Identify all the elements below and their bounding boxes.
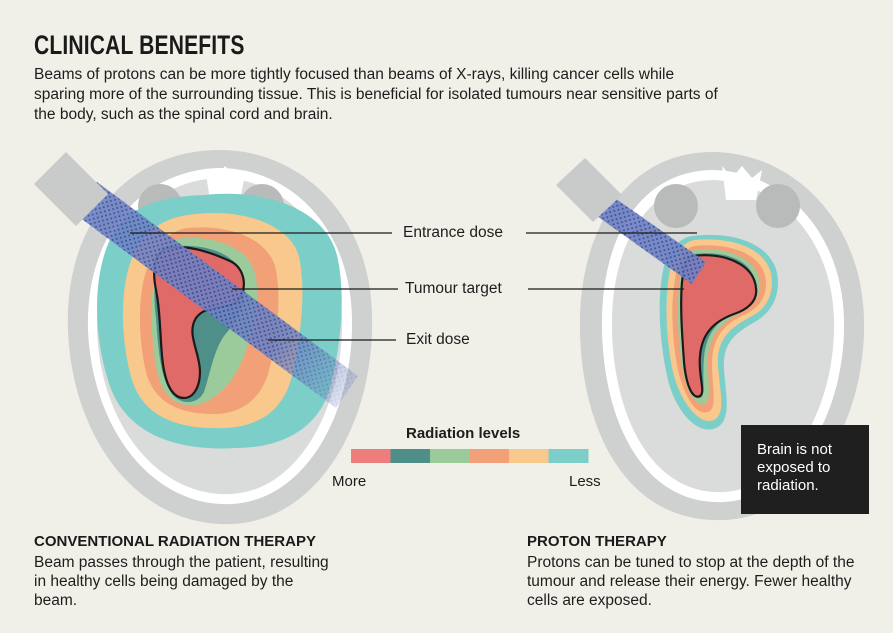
legend-swatch-4 [470, 449, 510, 463]
proton-heading: PROTON THERAPY [527, 533, 667, 550]
tumour-target-label: Tumour target [405, 280, 502, 298]
legend-swatch-1 [351, 449, 391, 463]
legend-swatch-2 [391, 449, 431, 463]
proton-eye-right [756, 184, 800, 228]
proton-eye-left [654, 184, 698, 228]
brain-callout: Brain is not exposed to radiation. [741, 425, 869, 514]
exit-dose-label: Exit dose [406, 331, 470, 349]
legend-swatch-5 [509, 449, 549, 463]
legend-swatch-3 [430, 449, 470, 463]
proton-text: Protons can be tuned to stop at the dept… [527, 553, 877, 610]
conventional-text: Beam passes through the patient, resulti… [34, 553, 334, 610]
legend-swatches [351, 449, 589, 463]
legend-less-label: Less [569, 473, 601, 490]
legend-title: Radiation levels [406, 425, 520, 442]
legend-more-label: More [332, 473, 366, 490]
conventional-heading: CONVENTIONAL RADIATION THERAPY [34, 533, 316, 550]
entrance-dose-label: Entrance dose [403, 224, 503, 242]
legend-swatch-6 [549, 449, 589, 463]
